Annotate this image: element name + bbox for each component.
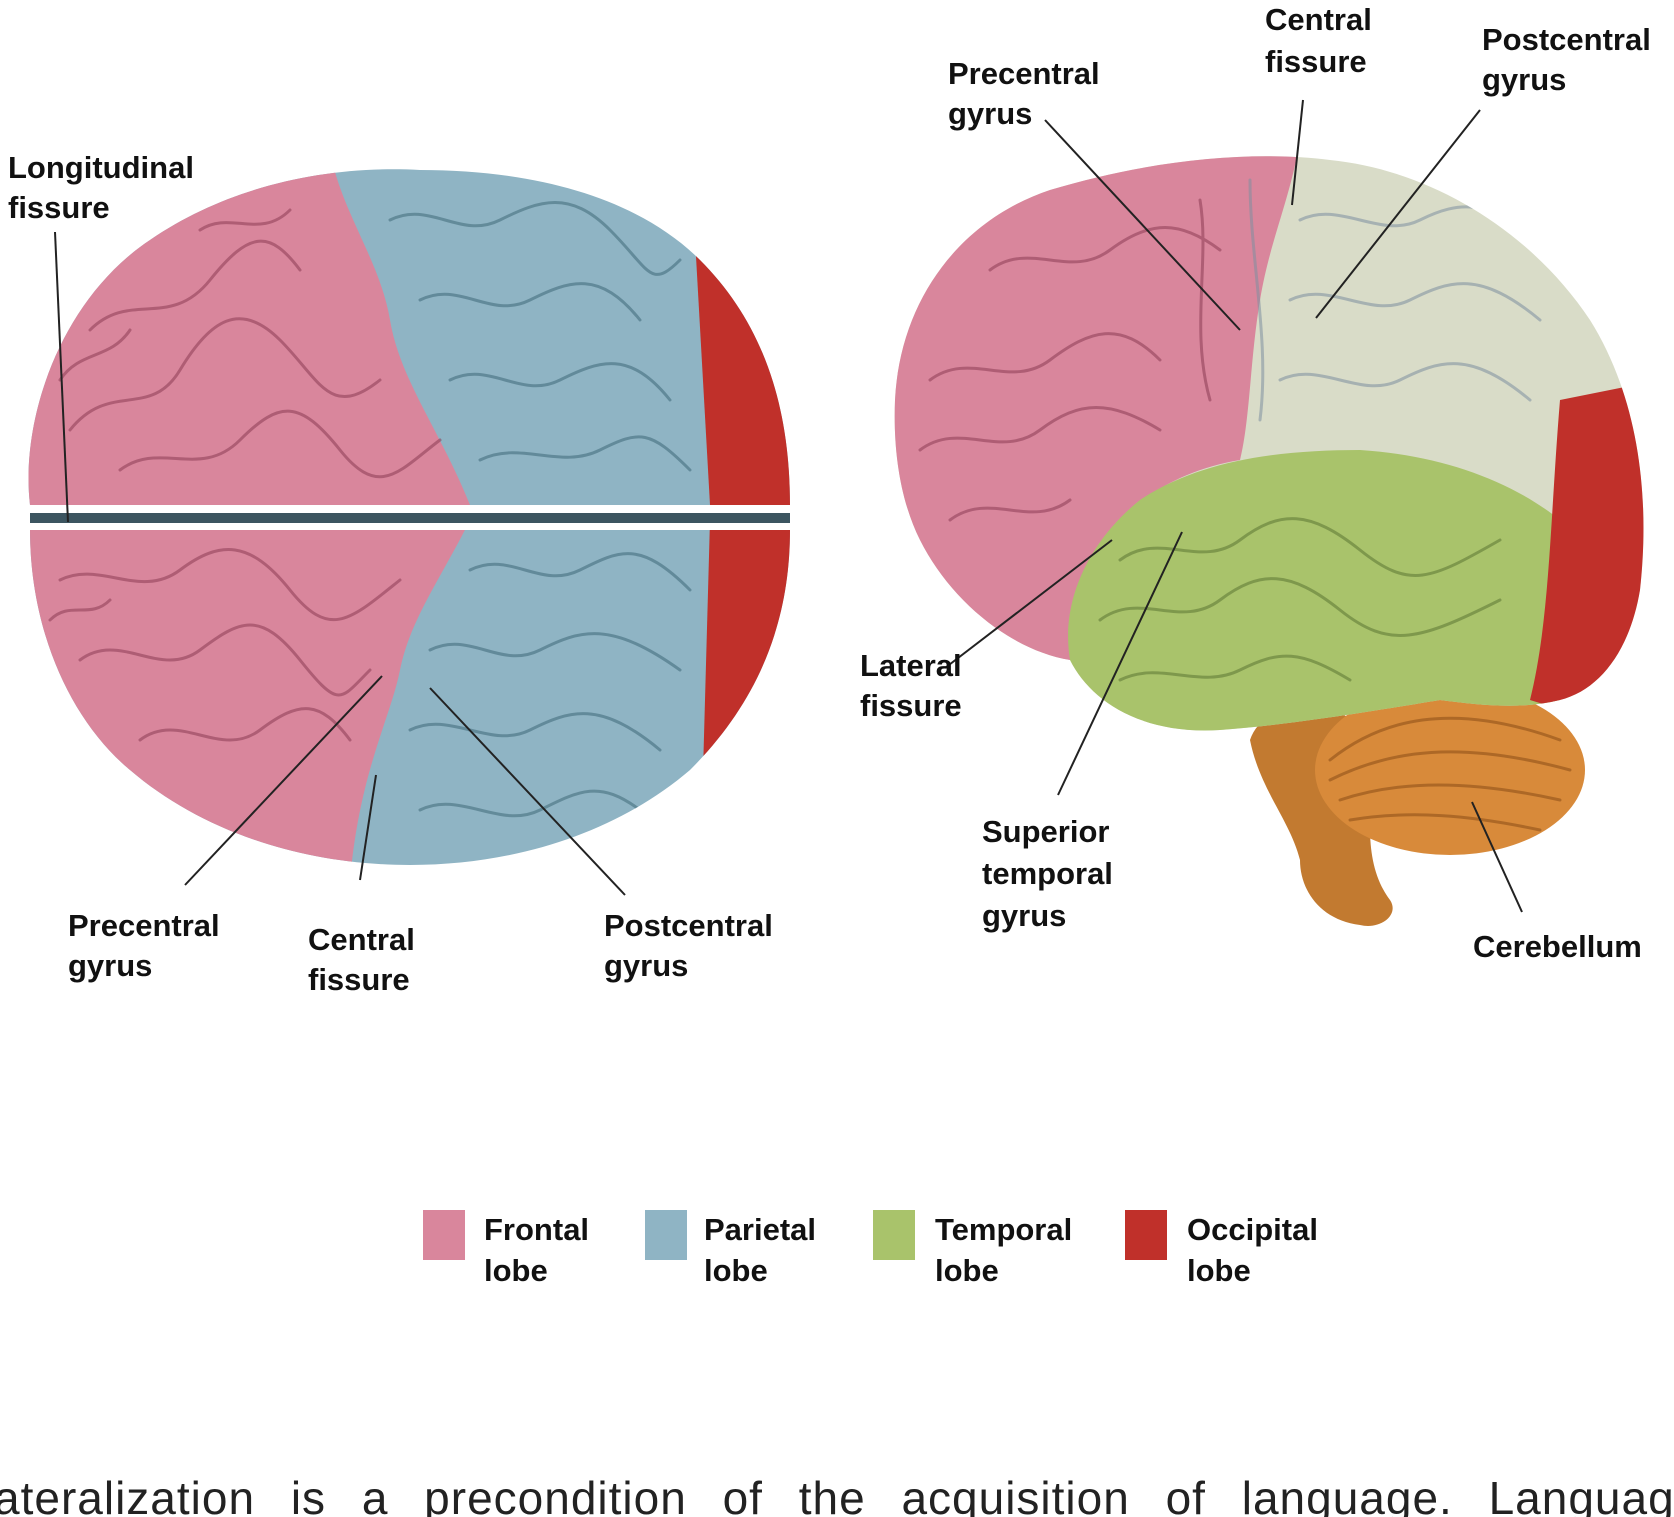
leader-postcentral-gyrus-top	[429, 687, 626, 896]
legend-item-temporal: Temporal lobe	[873, 1210, 1072, 1288]
label-central-fissure-lat-line2: fissure	[1265, 44, 1367, 79]
label-lateral-fissure-line1: Lateral	[860, 648, 962, 683]
leader-cerebellum	[1471, 801, 1523, 913]
legend-label-temporal-line2: lobe	[935, 1253, 999, 1288]
leader-precentral-gyrus-lat	[1044, 119, 1241, 331]
legend-label-parietal-line2: lobe	[704, 1253, 768, 1288]
label-precentral-gyrus-lat-line1: Precentral	[948, 56, 1100, 91]
legend-label-occipital-line1: Occipital	[1187, 1212, 1318, 1247]
lateral-view-brain	[894, 156, 1644, 926]
leader-central-fissure-top	[359, 774, 377, 881]
legend-item-parietal: Parietal lobe	[645, 1210, 816, 1288]
leader-postcentral-gyrus-lat	[1315, 109, 1481, 319]
label-superior-temporal-gyrus-line2: temporal	[982, 856, 1113, 891]
legend-label-frontal-line2: lobe	[484, 1253, 548, 1288]
leader-longitudinal-fissure	[54, 231, 69, 523]
label-longitudinal-fissure-line1: Longitudinal	[8, 150, 194, 185]
label-central-fissure-top-line2: fissure	[308, 962, 410, 997]
label-postcentral-gyrus-top-line2: gyrus	[604, 948, 688, 983]
leader-central-fissure-lat	[1291, 99, 1304, 206]
temporal-region-lateral	[1068, 450, 1560, 731]
leader-lateral-fissure	[944, 539, 1113, 669]
legend-swatch-frontal	[423, 1210, 465, 1260]
label-superior-temporal-gyrus-line3: gyrus	[982, 898, 1066, 933]
label-cerebellum: Cerebellum	[1473, 929, 1642, 964]
occipital-region-bottom	[700, 530, 790, 865]
leader-superior-temporal-gyrus	[1057, 531, 1183, 796]
legend-swatch-occipital	[1125, 1210, 1167, 1260]
body-text-caption: ateralization is a precondition of the a…	[0, 1472, 1674, 1517]
label-lateral-fissure-line2: fissure	[860, 688, 962, 723]
label-precentral-gyrus-top-line1: Precentral	[68, 908, 220, 943]
label-central-fissure-lat-line1: Central	[1265, 2, 1372, 37]
label-postcentral-gyrus-top-line1: Postcentral	[604, 908, 773, 943]
legend-swatch-temporal	[873, 1210, 915, 1260]
legend-item-frontal: Frontal lobe	[423, 1210, 589, 1288]
cerebellum-shape	[1250, 685, 1585, 926]
label-precentral-gyrus-lat-line2: gyrus	[948, 96, 1032, 131]
legend: Frontal lobe Parietal lobe Temporal lobe…	[423, 1210, 1318, 1288]
superior-view-brain	[28, 169, 790, 865]
legend-label-parietal-line1: Parietal	[704, 1212, 816, 1247]
label-superior-temporal-gyrus-line1: Superior	[982, 814, 1109, 849]
legend-label-frontal-line1: Frontal	[484, 1212, 589, 1247]
label-precentral-gyrus-top-line2: gyrus	[68, 948, 152, 983]
leader-lines	[54, 99, 1523, 913]
frontal-region-lateral	[894, 156, 1300, 660]
label-postcentral-gyrus-lat-line1: Postcentral	[1482, 22, 1651, 57]
label-postcentral-gyrus-lat-line2: gyrus	[1482, 62, 1566, 97]
legend-label-temporal-line1: Temporal	[935, 1212, 1072, 1247]
legend-label-occipital-line2: lobe	[1187, 1253, 1251, 1288]
label-longitudinal-fissure-line2: fissure	[8, 190, 110, 225]
legend-item-occipital: Occipital lobe	[1125, 1210, 1318, 1288]
leader-precentral-gyrus-top	[184, 675, 383, 886]
label-central-fissure-top-line1: Central	[308, 922, 415, 957]
legend-swatch-parietal	[645, 1210, 687, 1260]
